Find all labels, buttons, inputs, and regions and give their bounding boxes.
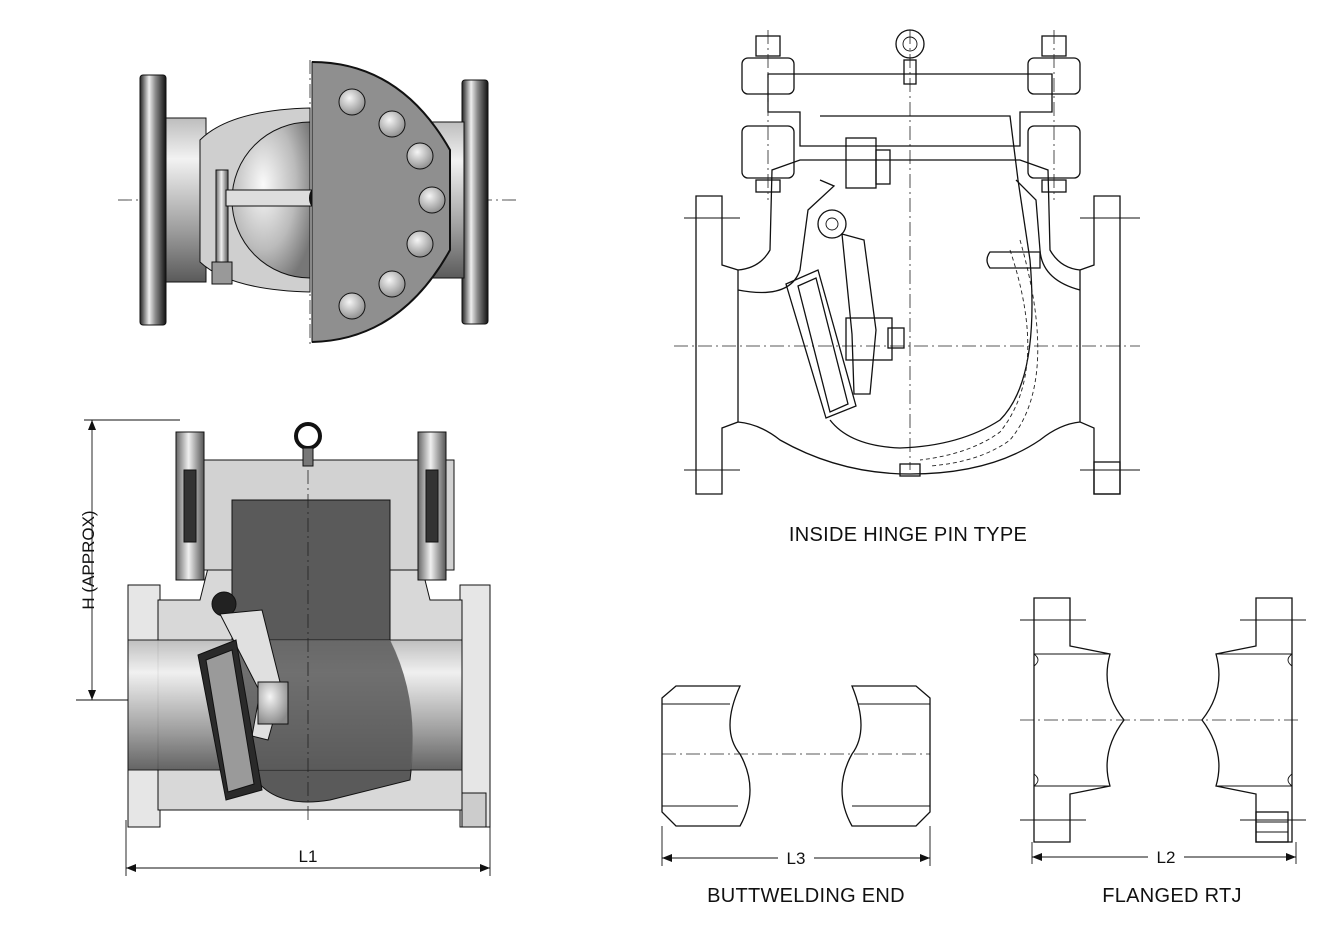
dimension-label-l1: L1 (299, 847, 318, 866)
buttwelding-end-drawing (661, 685, 931, 866)
dimension-label-l2: L2 (1157, 848, 1176, 867)
end-view-illustration (118, 60, 520, 345)
caption-buttwelding-end: BUTTWELDING END (707, 885, 905, 907)
dimension-label-height: H (APPROX) (79, 510, 98, 609)
dimension-label-l3: L3 (787, 849, 806, 868)
inside-hinge-pin-drawing (674, 29, 1140, 495)
section-view-illustration (76, 419, 491, 876)
caption-flanged-rtj: FLANGED RTJ (1102, 885, 1242, 907)
flanged-rtj-drawing (1020, 597, 1306, 864)
caption-inside-hinge-pin-type: INSIDE HINGE PIN TYPE (789, 524, 1027, 546)
cover-bolt-ring (338, 88, 446, 320)
